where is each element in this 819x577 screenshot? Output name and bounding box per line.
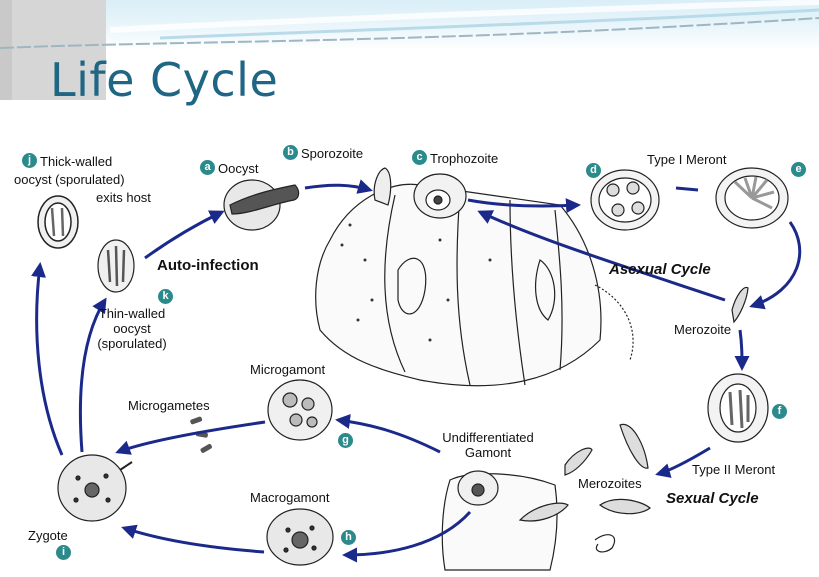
badge-b: b — [283, 145, 298, 160]
label-undifferentiated-gamont: Undifferentiated Gamont — [428, 430, 548, 460]
badge-d: d — [586, 163, 601, 178]
badge-f: f — [772, 404, 787, 419]
label-trophozoite: Trophozoite — [430, 151, 498, 166]
label-type-one-meront: Type I Meront — [647, 152, 726, 167]
merozoite-cell — [732, 287, 748, 322]
host-epithelium — [316, 184, 633, 385]
microgamont-cell — [268, 380, 332, 440]
label-merozoites: Merozoites — [578, 476, 642, 491]
label-auto-infection: Auto-infection — [157, 258, 259, 273]
label-thick-walled-line3: exits host — [96, 190, 151, 205]
type-one-meront-e — [716, 168, 788, 228]
thin-walled-oocyst-cell — [98, 240, 134, 292]
zygote-cell — [58, 455, 132, 521]
sporozoite-cell — [374, 168, 390, 205]
type-two-meront-cell — [708, 374, 768, 442]
label-thin-walled-oocyst: Thin-walled oocyst (sporulated) — [84, 306, 180, 351]
label-asexual-cycle: Asexual Cycle — [609, 262, 711, 277]
thick-walled-oocyst-cell — [38, 196, 78, 248]
label-sexual-cycle: Sexual Cycle — [666, 491, 759, 506]
type-one-meront-d — [591, 170, 659, 230]
badge-k: k — [158, 289, 173, 304]
label-thick-walled-line1: Thick-walled — [40, 154, 112, 169]
label-merozoite: Merozoite — [674, 322, 731, 337]
label-microgamont: Microgamont — [250, 362, 325, 377]
label-microgametes: Microgametes — [128, 398, 210, 413]
label-oocyst: Oocyst — [218, 161, 258, 176]
badge-c: c — [412, 150, 427, 165]
label-zygote: Zygote — [28, 528, 68, 543]
badge-e: e — [791, 162, 806, 177]
oocyst-cell — [224, 180, 299, 230]
badge-h: h — [341, 530, 356, 545]
label-thick-walled-line2: oocyst (sporulated) — [14, 172, 125, 187]
badge-i: i — [56, 545, 71, 560]
label-sporozoite: Sporozoite — [301, 146, 363, 161]
badge-g: g — [338, 433, 353, 448]
badge-a: a — [200, 160, 215, 175]
badge-j: j — [22, 153, 37, 168]
trophozoite-cell — [414, 174, 466, 218]
label-macrogamont: Macrogamont — [250, 490, 329, 505]
macrogamont-cell — [267, 509, 333, 565]
label-type-two-meront: Type II Meront — [692, 462, 775, 477]
